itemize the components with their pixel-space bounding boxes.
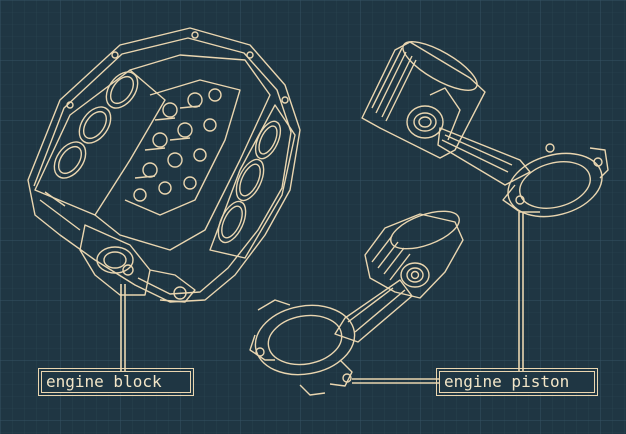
piston-top-drawing [361,41,609,218]
engine-block-label: engine block [38,368,194,396]
engine-piston-label: engine piston [436,368,598,396]
engine-block-drawing [27,27,301,303]
piston-bottom-drawing [249,210,464,396]
leader-lines [120,212,524,384]
